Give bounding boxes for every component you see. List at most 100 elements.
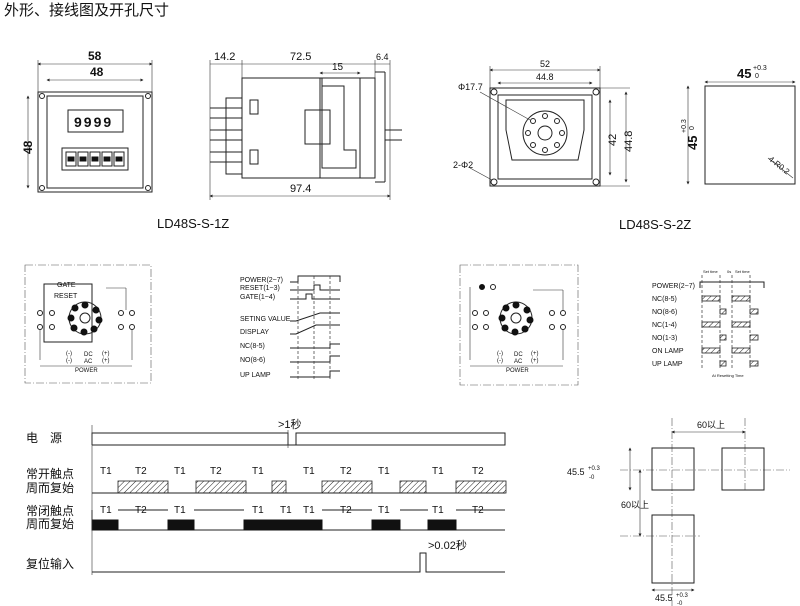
wiring-diagram-1z: GATE RESET (-) (-) DC AC (+) (+) POWER	[24, 264, 152, 384]
t-label: T2	[472, 466, 484, 477]
cutout-width-big: 45.5	[655, 593, 673, 603]
timing-1z-label-4: DISPLAY	[240, 329, 269, 336]
model-label-2z: LD48S-S-2Z	[619, 217, 691, 232]
cutout-height-tol-lower: 0	[689, 126, 696, 130]
timing-2z-label-4: NO(1-3)	[652, 335, 677, 342]
timing-2z-label-1: NC(8-5)	[652, 296, 677, 303]
back-view: 52 44.8 Φ17.7 2-Φ2 42 44.8	[453, 59, 635, 187]
set-time-label-1: Set time	[703, 269, 718, 274]
t-label: T2	[472, 505, 484, 516]
timing-1z-label-2: GATE(1~4)	[240, 294, 275, 301]
dim-42-label: 42	[607, 134, 619, 146]
timing-2z-label-3: NC(1-4)	[652, 322, 677, 329]
cutout-height: 45	[685, 136, 700, 150]
timing-chart-1z: POWER(2~7) RESET(1~3) GATE(1~4) SETING V…	[240, 275, 341, 380]
t-label: T2	[340, 466, 352, 477]
cutout-radius: 4-R0.2	[767, 154, 792, 176]
t-label: T1	[252, 466, 264, 477]
row-label-nc-cycle: 周而复始	[26, 517, 74, 531]
pin-plus-2-2z: (+)	[531, 358, 539, 364]
cutout-height-big: 45.5	[567, 467, 585, 477]
timing-1z-label-0: POWER(2~7)	[240, 277, 283, 284]
counter-display: 9999	[74, 114, 113, 130]
dim-448-top-label: 44.8	[536, 72, 554, 82]
row-label-power: 电 源	[26, 431, 62, 445]
row-label-nc-contact: 常闭触点	[26, 504, 74, 518]
model-label-1z: LD48S-S-1Z	[157, 216, 229, 231]
timing-1z-label-6: NO(8-6)	[240, 357, 265, 364]
dim-outer-label: 58	[88, 49, 102, 63]
ac-label: AC	[84, 359, 93, 365]
timing-2z-label-2: NO(8-6)	[652, 309, 677, 316]
dim-height-label: 48	[21, 140, 35, 154]
cutout-width: 45	[737, 66, 751, 81]
timing-1z-label-1: RESET(1~3)	[240, 285, 280, 292]
side-view: 14.2 72.5 6.4 15 97.4	[209, 51, 402, 200]
t-label: T2	[340, 505, 352, 516]
reset-time-note: At Resetting Time	[712, 373, 744, 378]
t-label: T1	[378, 505, 390, 516]
dc-label-2z: DC	[514, 352, 523, 358]
spacing-v-label: 60以上	[621, 500, 649, 510]
cutout-width-tol-upper: +0.3	[753, 65, 767, 72]
cutout-height-tol-upper: +0.3	[681, 119, 688, 133]
timing-1z-label-5: NC(8-5)	[240, 343, 265, 350]
timing-1z-label-7: UP LAMP	[240, 372, 271, 379]
reset-mark-label: 0s	[727, 269, 731, 274]
thumbwheel-switches	[65, 151, 125, 167]
page-title: 外形、接线图及开孔尺寸	[4, 2, 169, 19]
hole-dia-label: Φ17.7	[458, 82, 483, 92]
t-label: T1	[378, 466, 390, 477]
t-label: T1	[100, 505, 112, 516]
row-label-no-cycle: 周而复始	[26, 481, 74, 495]
cutout-width-tol-lower-big: -0	[677, 601, 683, 606]
timing-2z-label-0: POWER(2~7)	[652, 283, 695, 290]
front-view: 58 48 9999 48	[21, 49, 153, 193]
dim-d-label: 15	[332, 62, 344, 73]
power-label: POWER	[75, 368, 98, 374]
set-time-label-2: Set time	[735, 269, 750, 274]
dim-a-label: 14.2	[214, 51, 235, 63]
t-label: T1	[100, 466, 112, 477]
pin-plus-1-2z: (+)	[531, 351, 539, 357]
t-label: T1	[174, 505, 186, 516]
dim-448-side-label: 44.8	[623, 131, 635, 152]
pin-plus-1: (+)	[102, 351, 110, 357]
t-label: T2	[135, 466, 147, 477]
cutout-width-tol-lower: 0	[755, 73, 759, 80]
dim-b-label: 72.5	[290, 51, 311, 63]
reset-label: RESET	[54, 293, 78, 300]
spacing-h-label: 60以上	[697, 420, 725, 430]
panel-cutout-small: 45 +0.3 0 45 +0.3 0 4-R0.2	[681, 65, 796, 185]
t-label: T2	[135, 505, 147, 516]
pin-minus-2: (-)	[66, 358, 72, 364]
dim-total-label: 97.4	[290, 183, 311, 195]
dim-52-label: 52	[540, 59, 550, 69]
cutout-height-tol-upper-big: +0.3	[588, 466, 601, 472]
pin-plus-2: (+)	[102, 358, 110, 364]
t-label: T1	[432, 466, 444, 477]
t-label: T1	[174, 466, 186, 477]
timing-chart-main: 电 源 常开触点 周而复始 常闭触点 周而复始 复位输入 >1秒 >0.02秒	[26, 417, 507, 575]
pin-minus-1: (-)	[66, 351, 72, 357]
power-label-2z: POWER	[506, 368, 529, 374]
t-label: T1	[432, 505, 444, 516]
dim-inner-label: 48	[90, 65, 104, 79]
t-label: T2	[210, 466, 222, 477]
t-label: T1	[280, 505, 292, 516]
t-label: T1	[303, 466, 315, 477]
dim-c-label: 6.4	[376, 52, 389, 62]
dc-label: DC	[84, 352, 93, 358]
timing-1z-label-3: SETING VALUE	[240, 316, 291, 323]
pin-minus-2-2z: (-)	[497, 358, 503, 364]
mount-holes-label: 2-Φ2	[453, 160, 473, 170]
ac-label-2z: AC	[514, 359, 523, 365]
row-label-no-contact: 常开触点	[26, 467, 74, 481]
reset-pulse-label: >0.02秒	[428, 538, 467, 552]
pin-minus-1-2z: (-)	[497, 351, 503, 357]
t-label: T1	[303, 505, 315, 516]
cutout-height-tol-lower-big: -0	[589, 475, 595, 481]
cutout-width-tol-upper-big: +0.3	[676, 593, 689, 599]
row-label-reset: 复位输入	[26, 556, 74, 571]
